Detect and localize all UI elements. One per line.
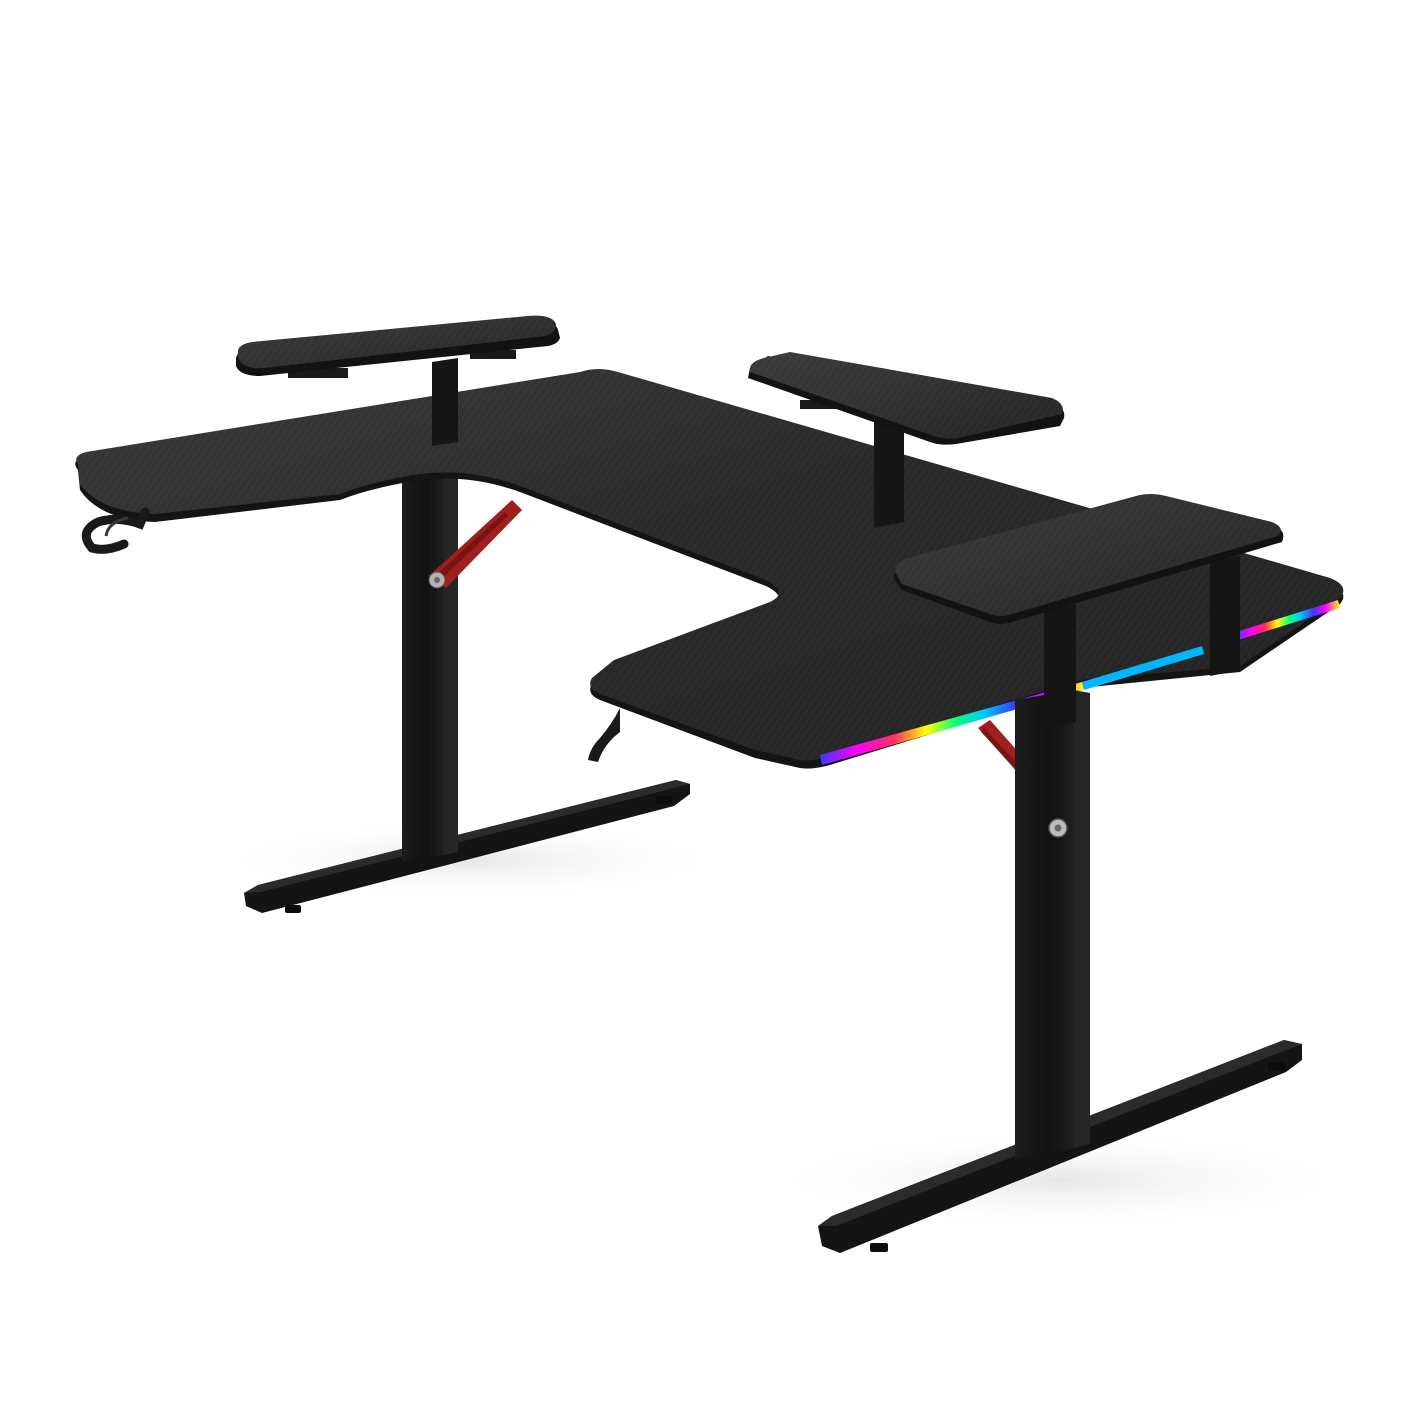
right-leg-column (1015, 690, 1074, 1160)
cup-hook-front (588, 708, 620, 762)
shelf-left-post (432, 358, 458, 446)
monitor-shelf-center (748, 352, 1065, 528)
shelf-right-post-front (1044, 604, 1076, 730)
shelf-right-post-back (1210, 556, 1240, 676)
headphone-hook-left (81, 507, 150, 554)
desk-top (75, 369, 1344, 769)
left-leg-column (402, 474, 444, 862)
led-strip-right (1082, 646, 1204, 690)
led-strip-end (1236, 600, 1340, 640)
left-foot-pad-front (285, 905, 301, 913)
right-foot-pad-back (1268, 1062, 1286, 1071)
left-foot-top (244, 780, 690, 893)
monitor-shelf-right (893, 494, 1284, 730)
right-foot-pad-front (870, 1243, 888, 1252)
left-foot-pad-back (656, 796, 672, 804)
left-foot (244, 780, 690, 913)
left-leg-column-side (444, 474, 458, 855)
shelf-center-post (874, 414, 904, 528)
right-leg-column-side (1074, 690, 1090, 1148)
left-support-bracket (428, 500, 522, 589)
monitor-shelf-left (236, 315, 560, 446)
right-leg-assembly (818, 690, 1302, 1253)
